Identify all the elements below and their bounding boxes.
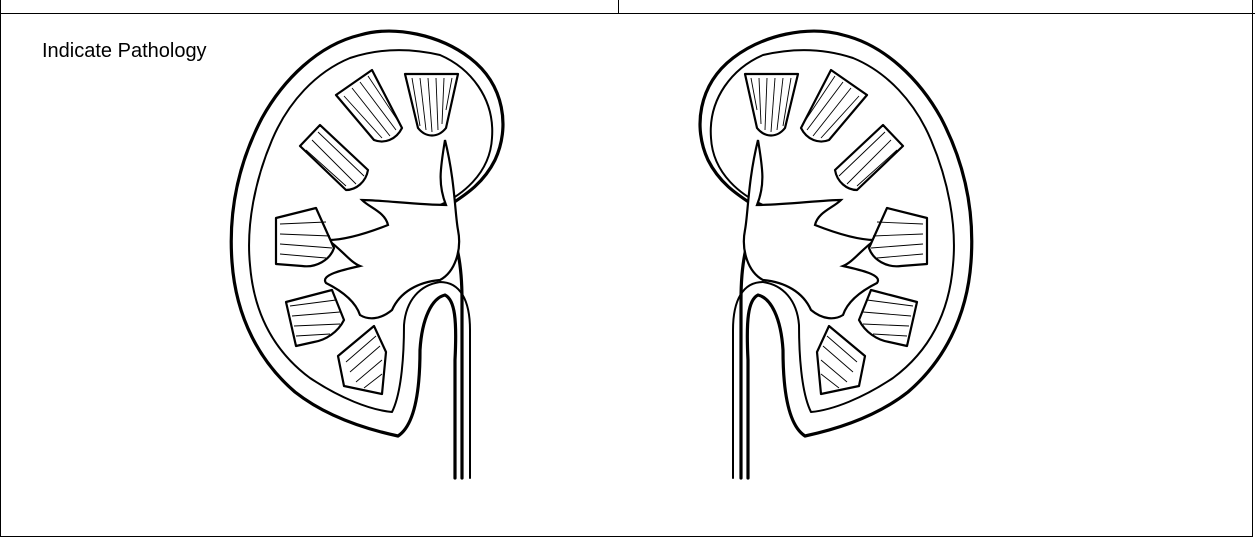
left-kidney-icon bbox=[231, 31, 503, 478]
right-kidney-icon bbox=[700, 31, 972, 478]
